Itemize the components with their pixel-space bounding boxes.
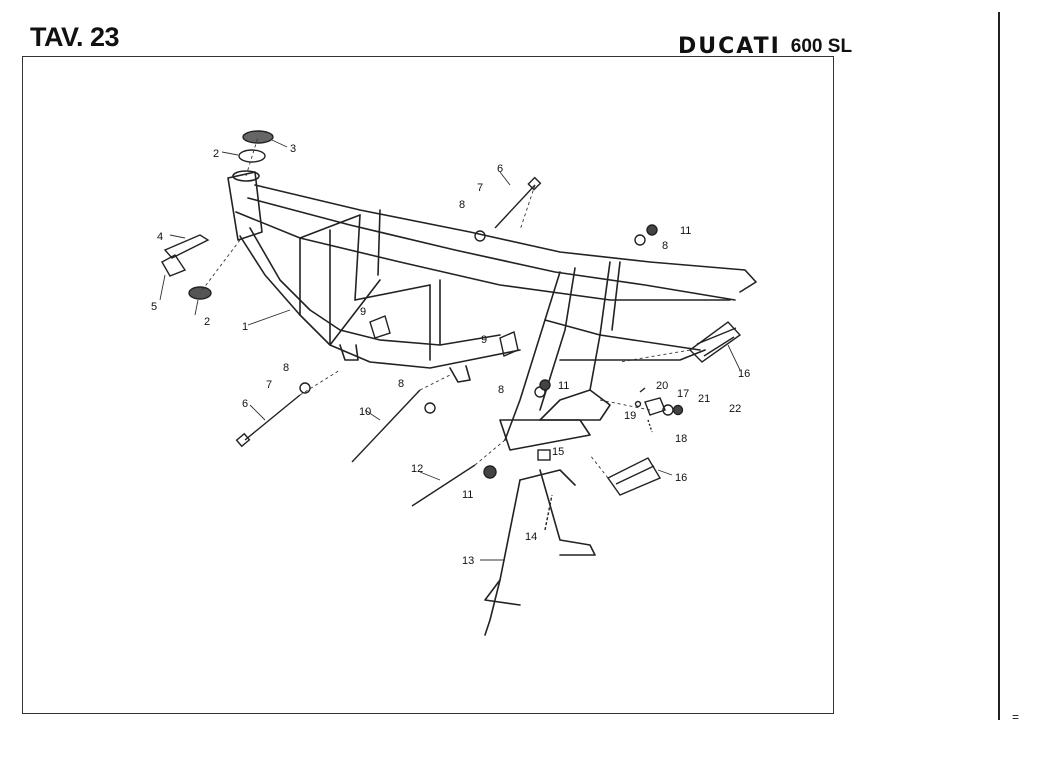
callout-9-left: 9 (360, 306, 366, 318)
diagram-border (22, 56, 834, 714)
nut-11-lower (483, 465, 497, 479)
rear-downtube (504, 271, 561, 441)
callout-16-lower: 16 (675, 472, 687, 484)
callout-9-right: 9 (481, 334, 487, 346)
center-stand (484, 479, 521, 606)
callout-7-left: 7 (266, 379, 272, 391)
bolt-part-6-top (494, 184, 536, 229)
lock-part-4 (163, 234, 210, 259)
brand-header: DUCATI 600 SL (678, 34, 852, 59)
callout-6-top: 6 (497, 163, 503, 175)
part-22 (672, 404, 684, 416)
callout-8-right: 8 (662, 240, 668, 252)
callout-8-left: 8 (283, 362, 289, 374)
part-17 (644, 397, 666, 416)
callout-1: 1 (242, 321, 248, 333)
callout-15: 15 (552, 446, 564, 458)
callout-10: 10 (359, 406, 371, 418)
plate-title: TAV. 23 (30, 22, 120, 52)
callout-11-lower: 11 (462, 489, 473, 501)
spacer-part-9-left (369, 315, 391, 339)
footrest-part-16-upper (688, 321, 742, 363)
callout-5: 5 (151, 301, 157, 313)
top-rail-right (254, 184, 757, 293)
frame-drawing (227, 170, 757, 636)
part-15 (537, 449, 551, 461)
nut-11-top (646, 224, 658, 236)
callout-16-upper: 16 (738, 368, 750, 380)
leader-lines (159, 139, 741, 561)
callout-11-top: 11 (680, 225, 691, 237)
washer-8-mid (424, 402, 436, 414)
bearing-part-2-upper (238, 149, 266, 163)
callout-3: 3 (290, 143, 296, 155)
callout-12: 12 (411, 463, 423, 475)
callout-2-lower: 2 (204, 316, 210, 328)
spring-part-14 (544, 494, 553, 531)
callout-18: 18 (675, 433, 687, 445)
callout-11-mid: 11 (558, 380, 569, 392)
callout-6-left: 6 (242, 398, 248, 410)
nut-11-mid (539, 379, 551, 391)
callout-17: 17 (677, 388, 689, 400)
callout-14: 14 (525, 531, 537, 543)
washer-8-left (299, 382, 311, 394)
callout-13: 13 (462, 555, 474, 567)
callout-4: 4 (157, 231, 163, 243)
head-tube (227, 171, 263, 241)
callout-21: 21 (698, 393, 710, 405)
footrest-plate (539, 389, 611, 421)
scan-edge-mark: = (1012, 710, 1020, 724)
callout-19: 19 (624, 410, 636, 422)
scan-edge-line (998, 12, 1000, 720)
callout-2-upper: 2 (213, 148, 219, 160)
callout-8-top: 8 (459, 199, 465, 211)
callout-20: 20 (656, 380, 668, 392)
top-rail-inner (247, 197, 736, 301)
callout-7-top: 7 (477, 182, 483, 194)
lock-part-5 (161, 254, 187, 277)
footrest-part-16-lower (606, 457, 662, 496)
bearing-cap-part-3 (242, 130, 274, 144)
callout-22: 22 (729, 403, 741, 415)
lower-cradle (239, 235, 521, 369)
part-20 (639, 387, 646, 393)
part-19 (634, 400, 642, 408)
bolt-part-12 (411, 464, 476, 507)
washer-8-top (474, 230, 486, 242)
spacer-part-9-right (499, 331, 519, 357)
bolt-part-6-left (244, 394, 301, 441)
bolt-part-10 (351, 389, 421, 463)
parts-drawing (161, 130, 742, 531)
ducati-logo: DUCATI (678, 34, 781, 59)
callout-8-mid: 8 (398, 378, 404, 390)
callout-labels: 1 2 2 3 4 5 6 6 7 7 8 8 8 8 8 9 9 10 11 … (151, 143, 750, 567)
callout-8-rear: 8 (498, 384, 504, 396)
model-name: 600 SL (790, 35, 853, 57)
washer-8-right (634, 234, 646, 246)
assembly-lines (199, 136, 691, 479)
part-18 (647, 419, 653, 433)
